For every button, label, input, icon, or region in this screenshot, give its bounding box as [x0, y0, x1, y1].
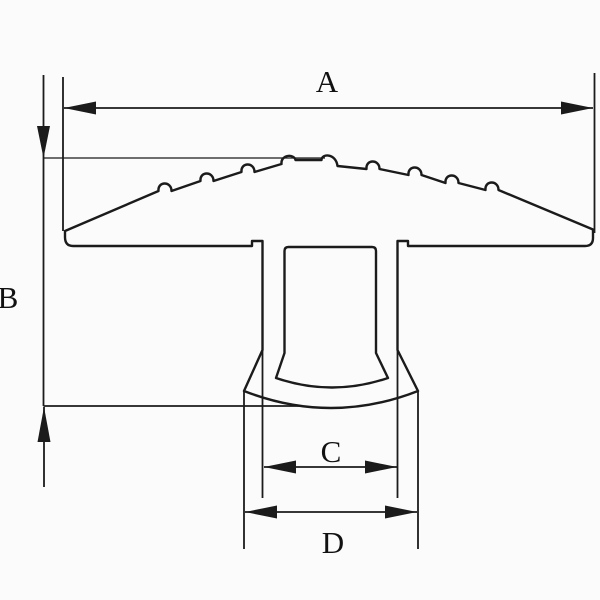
stem-inner-outline [274, 245, 390, 389]
part-profile [63, 154, 595, 410]
dimension-label-b: B [0, 280, 18, 315]
arrowhead-b-down [37, 126, 50, 158]
dimension-lines [42, 75, 593, 513]
arrowhead-a-left [64, 101, 96, 115]
arrowhead-c-right [365, 460, 397, 474]
arrowhead-d-left [245, 505, 277, 519]
arrowhead-c-left [264, 460, 296, 474]
cap-and-base-outline [63, 154, 595, 410]
extension-lines [43, 73, 596, 549]
arrowhead-a-right [561, 101, 593, 115]
arrowhead-b-up [37, 407, 51, 442]
arrowhead-d-right [385, 505, 417, 519]
arrowheads [37, 101, 593, 519]
dimension-label-d: D [322, 525, 344, 560]
dimension-label-a: A [316, 64, 339, 99]
dimension-label-c: C [321, 434, 342, 469]
